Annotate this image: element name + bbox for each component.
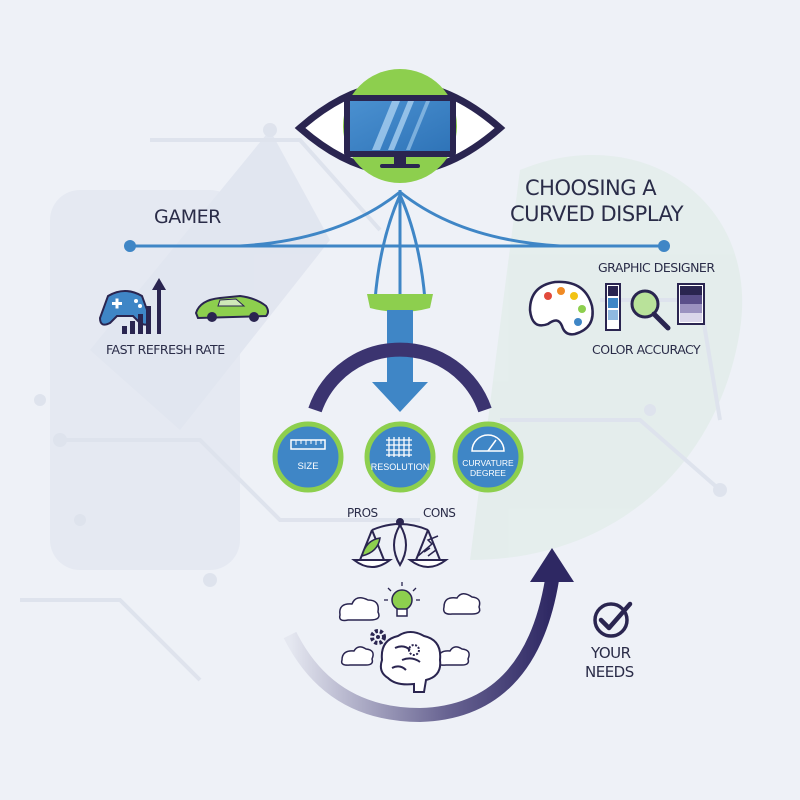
up-arrow-icon <box>530 548 574 582</box>
gamepad-icon <box>98 290 152 326</box>
factor-curvature-label-2: DEGREE <box>470 468 506 478</box>
factor-size-label: SIZE <box>297 461 319 472</box>
eye-monitor-icon <box>294 69 506 183</box>
factor-resolution-label: RESOLUTION <box>370 462 430 472</box>
pros-label: PROS <box>347 506 378 520</box>
ruler-icon <box>290 439 326 450</box>
cons-label: CONS <box>423 506 456 520</box>
factor-curvature-label-1: CURVATURE <box>462 458 514 468</box>
magnifier-icon <box>630 289 671 331</box>
bar-chart-up-icon <box>122 278 166 334</box>
needs-label-2: NEEDS <box>585 663 634 681</box>
needs-label-1: YOUR <box>591 644 631 662</box>
down-arrow-icon <box>372 310 428 412</box>
gradient-swatch-icon <box>677 283 705 325</box>
cycle-arc-top <box>308 342 492 413</box>
designer-feature-label: COLOR ACCURACY <box>592 342 701 357</box>
branch-lines <box>130 190 664 301</box>
balance-scale-icon <box>351 518 449 568</box>
brain-icon <box>379 631 442 693</box>
title-line-2: CURVED DISPLAY <box>510 202 684 226</box>
broken-icon <box>417 535 439 557</box>
grid-icon <box>386 437 412 457</box>
color-swatch-icon <box>605 283 621 331</box>
background-decoration <box>20 123 743 682</box>
factor-curvature <box>452 421 524 493</box>
gear-icon <box>370 629 386 645</box>
leaf-icon <box>360 537 381 558</box>
cycle-arc-bottom <box>283 578 559 723</box>
factor-resolution <box>364 421 436 493</box>
designer-label: GRAPHIC DESIGNER <box>598 260 715 275</box>
gamer-label: GAMER <box>154 206 221 228</box>
factor-size <box>272 421 344 493</box>
lightbulb-icon <box>384 582 420 617</box>
gamer-feature-label: FAST REFRESH RATE <box>106 342 225 357</box>
funnel-band <box>367 294 433 312</box>
thought-clouds <box>338 593 481 666</box>
left-node <box>124 240 136 252</box>
palette-icon <box>528 280 594 336</box>
protractor-icon <box>471 434 505 452</box>
title-line-1: CHOOSING A <box>525 176 657 200</box>
race-car-icon <box>194 294 269 322</box>
right-node <box>658 240 670 252</box>
checkmark-icon <box>593 601 633 638</box>
